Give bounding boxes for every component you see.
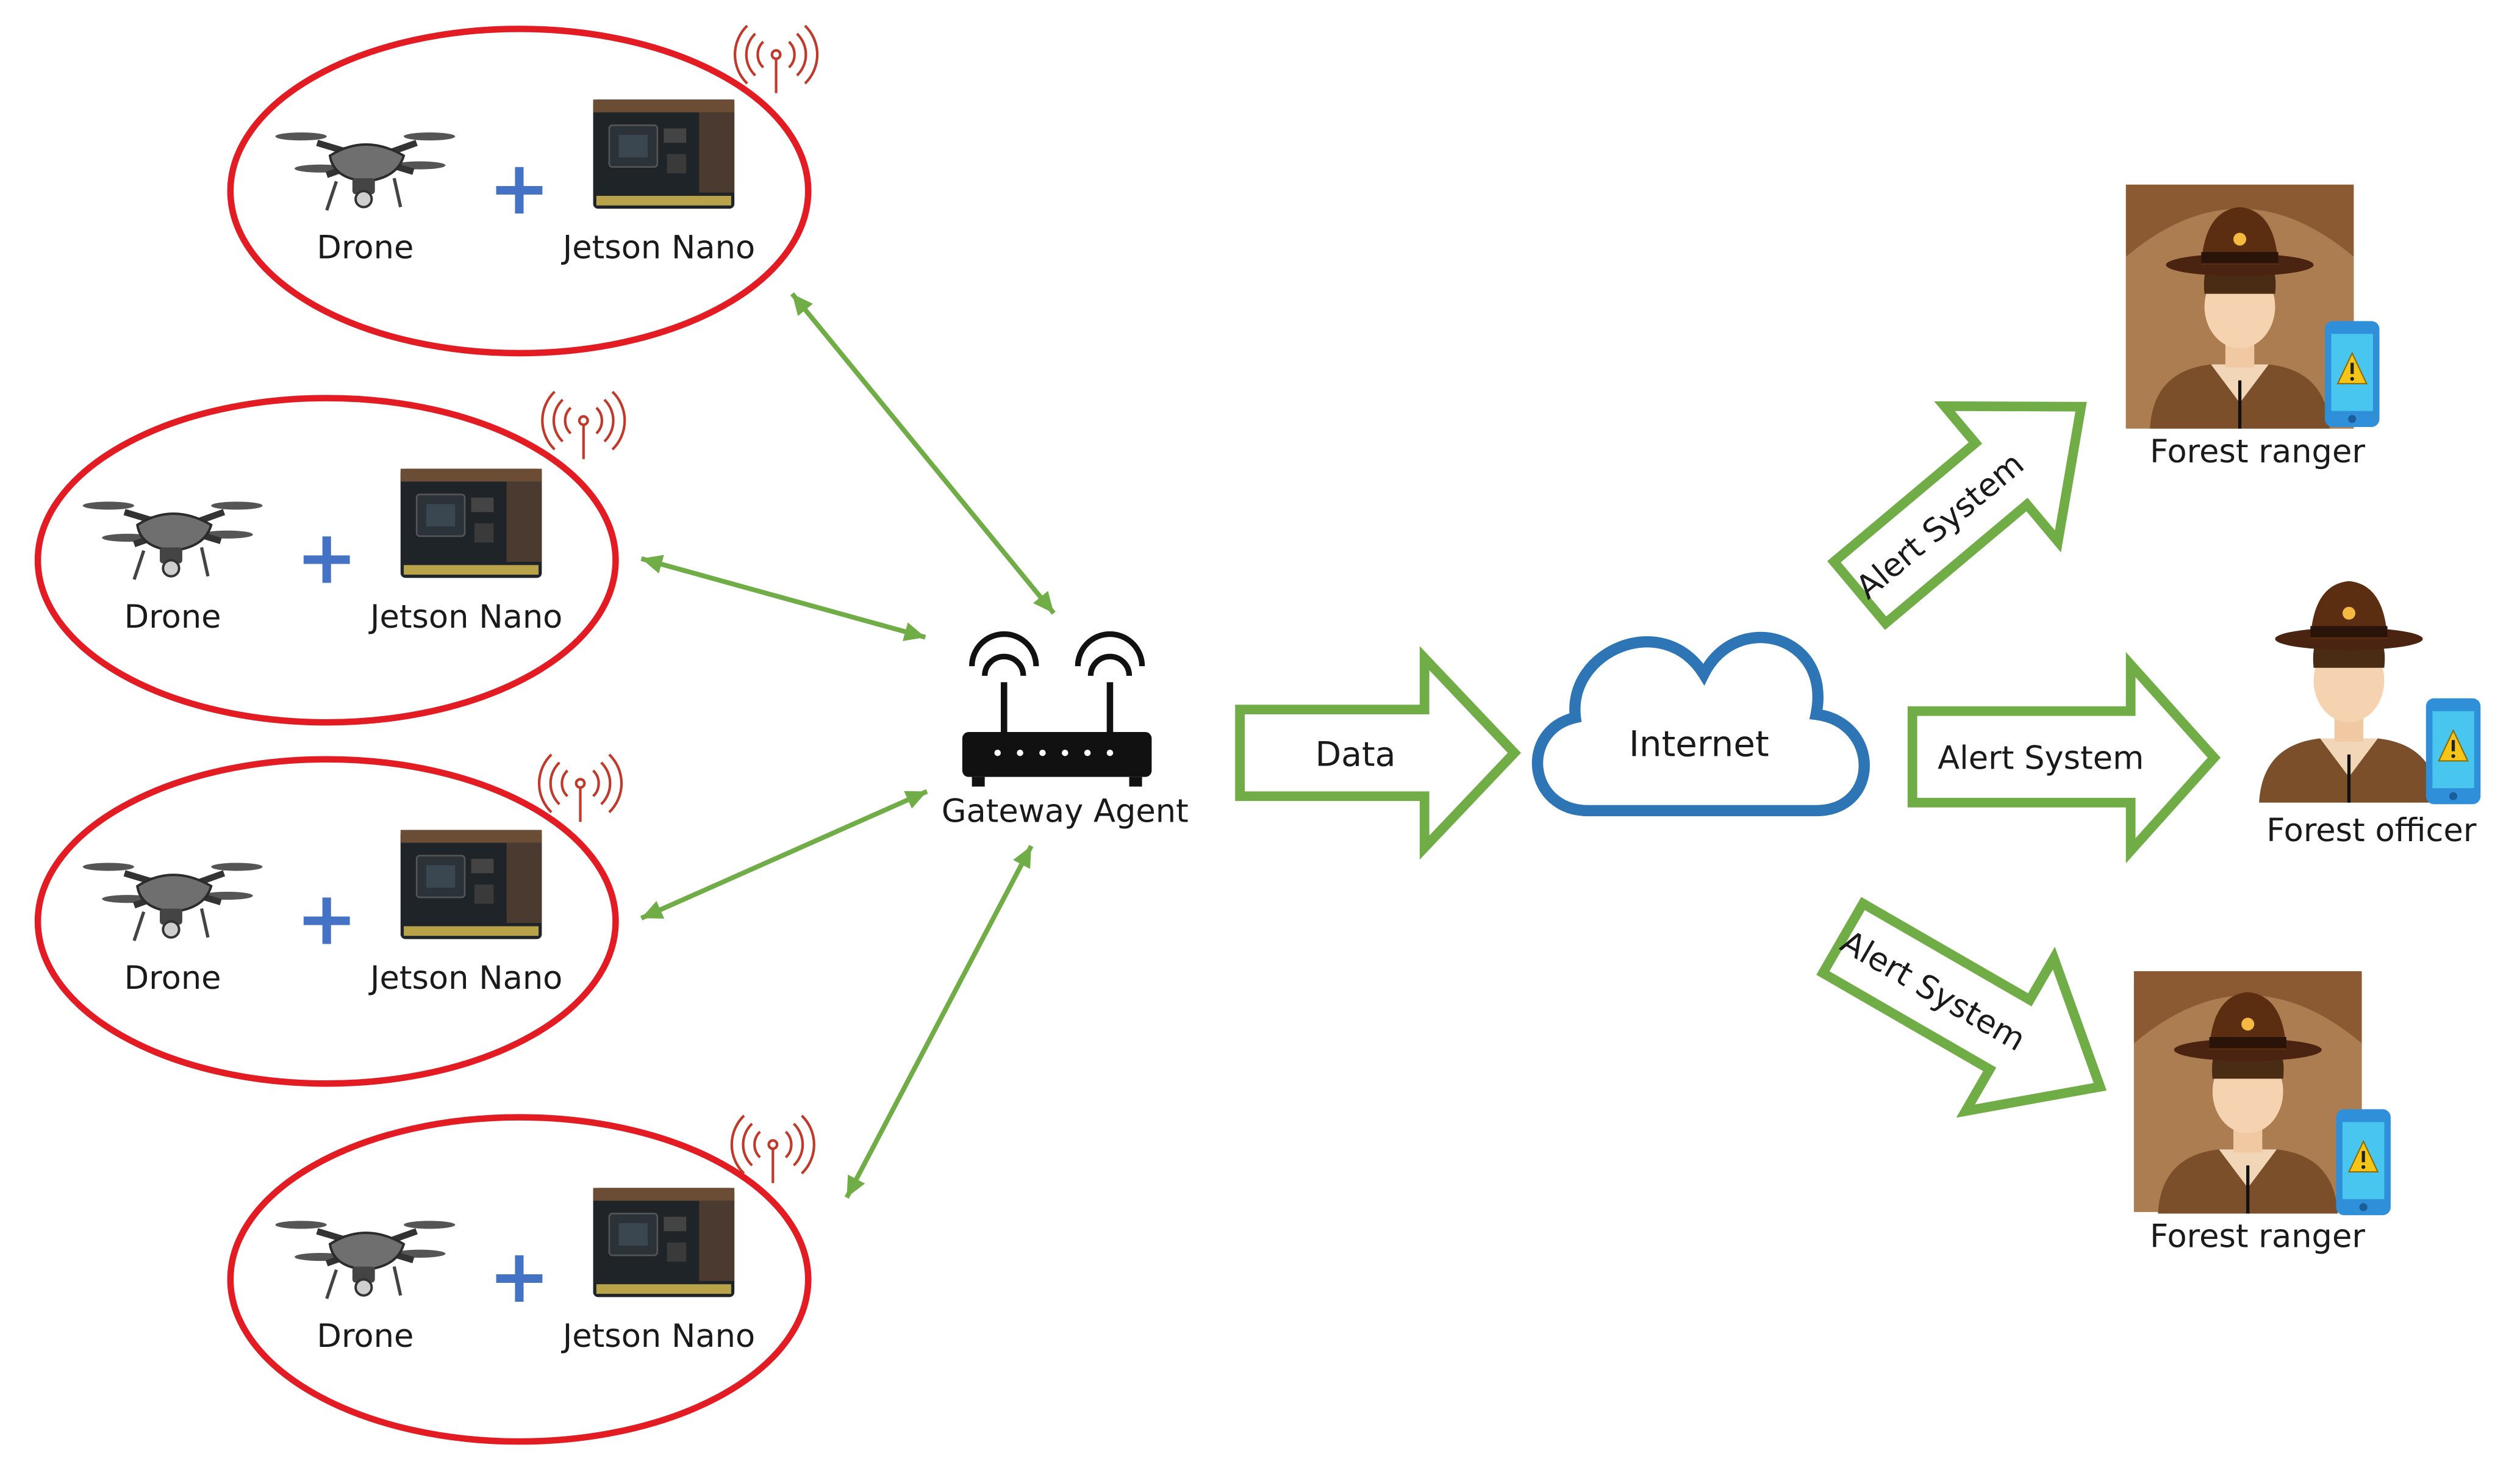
link-arrow-2: [640, 554, 926, 641]
recipient-label-middle: Forest officer: [2266, 812, 2477, 849]
link-arrow-4: [844, 845, 1034, 1199]
alert-arrow-bottom: Alert System: [1816, 897, 2107, 1118]
drone-unit-2: + Drone Jetson Nano: [34, 392, 625, 726]
plus-symbol: +: [296, 514, 357, 600]
data-arrow: [1235, 646, 1521, 860]
alert-phone-icon: [2335, 1108, 2392, 1216]
jetson-nano-label: Jetson Nano: [368, 960, 562, 997]
officer-avatar-icon: [2259, 581, 2439, 803]
alert-phone-icon: [2324, 320, 2380, 428]
drone-unit-3: + Drone Jetson Nano: [34, 755, 621, 1087]
jetson-nano-board-icon: [592, 98, 736, 210]
gateway-router-icon: [962, 631, 1152, 787]
alert-label-middle: Alert System: [1938, 740, 2144, 777]
recipient-label-bottom: Forest ranger: [2150, 1218, 2365, 1255]
forest-officer: [2259, 581, 2482, 805]
data-label: Data: [1315, 735, 1396, 774]
drone-label: Drone: [124, 960, 221, 997]
plus-symbol: +: [296, 875, 357, 961]
alert-phone-icon: [2425, 697, 2482, 805]
drone-label: Drone: [124, 598, 221, 636]
jetson-nano-board-icon: [399, 468, 543, 579]
drone-label: Drone: [317, 229, 413, 267]
link-arrow-1: [790, 292, 1056, 615]
jetson-nano-board-icon: [399, 829, 543, 940]
gateway-label: Gateway Agent: [942, 792, 1189, 830]
wireless-signal-icon: [542, 392, 625, 459]
unit-ellipse: [227, 26, 812, 357]
forest-ranger-top: [2125, 184, 2380, 429]
alert-arrow-middle: Alert System: [1907, 651, 2221, 864]
unit-ellipse: [34, 395, 619, 726]
internet-label: Internet: [1629, 723, 1769, 764]
forest-ranger-bottom: [2133, 971, 2392, 1216]
jetson-nano-label: Jetson Nano: [561, 1318, 755, 1355]
plus-symbol: +: [489, 145, 550, 231]
drone-icon: [276, 132, 456, 210]
unit-ellipse: [34, 756, 619, 1087]
drone-icon: [83, 863, 263, 941]
drone-icon: [276, 1221, 456, 1299]
recipient-label-top: Forest ranger: [2150, 433, 2365, 470]
drone-label: Drone: [317, 1318, 413, 1355]
jetson-nano-label: Jetson Nano: [368, 598, 562, 636]
drone-icon: [83, 501, 263, 580]
wireless-signal-icon: [539, 755, 621, 822]
alert-arrow-top: Alert System: [1827, 401, 2087, 630]
unit-ellipse: [227, 1114, 812, 1445]
drone-unit-1: + Drone Jetson Nano: [227, 26, 817, 357]
wireless-signal-icon: [735, 26, 817, 93]
wireless-signal-icon: [732, 1116, 814, 1183]
link-arrow-3: [640, 789, 928, 920]
gateway-links: [640, 292, 1056, 1199]
plus-symbol: +: [489, 1233, 550, 1319]
drone-unit-4: + Drone Jetson Nano: [227, 1114, 814, 1445]
jetson-nano-label: Jetson Nano: [561, 229, 755, 267]
internet-cloud-icon: [1531, 631, 1870, 817]
jetson-nano-board-icon: [592, 1187, 736, 1298]
